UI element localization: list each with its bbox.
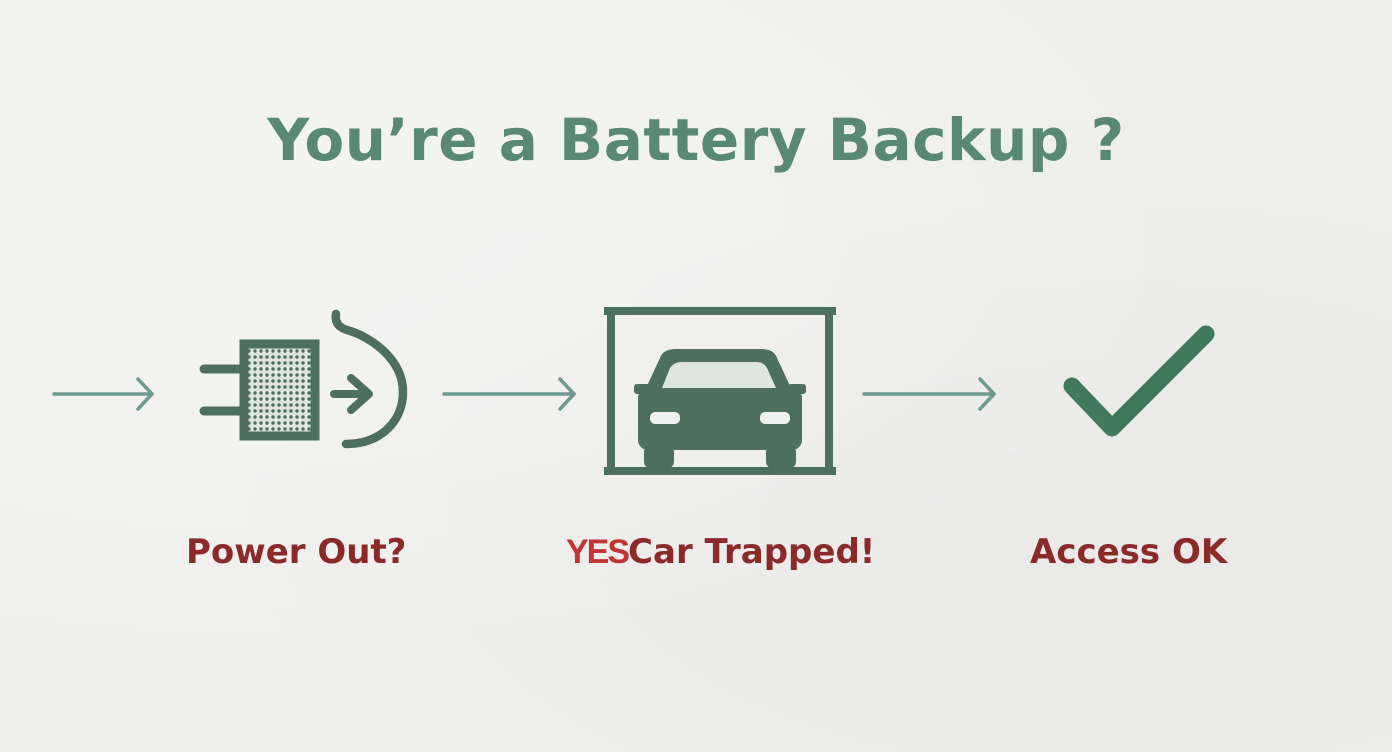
flow-arrow-3 bbox=[862, 377, 996, 411]
checkmark-icon bbox=[1063, 325, 1215, 437]
step-label-power-out: Power Out? bbox=[186, 532, 407, 572]
power-plug-outage-icon bbox=[199, 309, 408, 449]
yes-tag: YES bbox=[566, 533, 630, 571]
step-label-car-trapped: YESCar Trapped! bbox=[566, 532, 876, 572]
car-in-garage-icon bbox=[604, 307, 836, 475]
flow-arrow-2 bbox=[442, 377, 576, 411]
flow-arrow-1 bbox=[52, 377, 154, 411]
step-label-access-ok: Access OK bbox=[1030, 532, 1228, 572]
diagram-title: You’re a Battery Backup ? bbox=[267, 106, 1125, 174]
